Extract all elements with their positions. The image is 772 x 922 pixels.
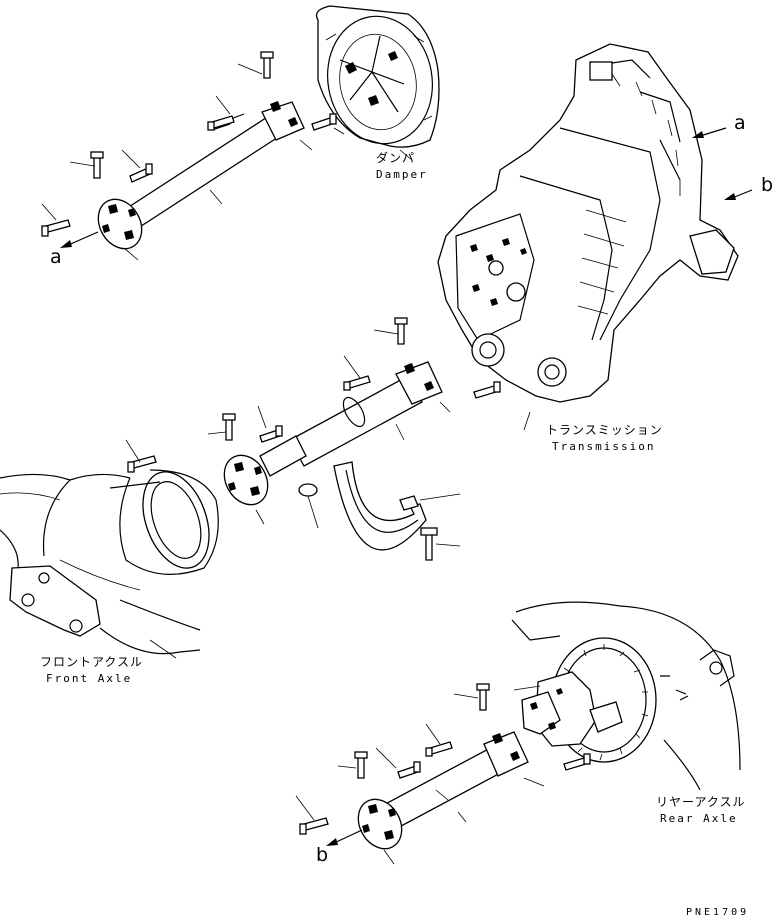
arrow-a-left [65,231,99,247]
transmission-label-jp: トランスミッション [546,423,663,437]
label-leaders [149,149,531,659]
bolts-rear [299,683,591,835]
leader-lines-rear [295,685,545,865]
transmission-label-en: Transmission [552,440,656,453]
damper-label-jp: ダンパ [376,151,416,165]
callout-a-left: a [50,246,62,268]
drive-shaft-rear [357,731,529,850]
front-axle-label-en: Front Axle [46,672,133,685]
callout-a-right: a [734,112,746,134]
rear-axle [511,601,741,791]
front-axle [0,469,219,655]
damper [315,5,440,148]
arrow-b-right [731,189,753,199]
bolts-center [127,317,501,497]
leader-lines-center [125,329,451,529]
callout-b-bottom: b [316,844,329,866]
drawing-code: PNE1709 [686,907,750,918]
callout-b-right: b [761,174,772,196]
transmission [437,43,739,403]
support-bracket [333,461,461,561]
arrow-a-right [699,127,727,137]
front-axle-label-jp: フロントアクスル [40,655,144,669]
drive-shaft-front-upper [97,101,305,250]
damper-label-en: Damper [376,168,428,181]
leader-lines-upper [41,63,313,261]
bolts-upper [41,51,337,237]
drive-shaft-center [223,361,443,506]
rear-axle-label-en: Rear Axle [660,812,738,825]
rear-axle-label-jp: リヤーアクスル [656,795,746,809]
